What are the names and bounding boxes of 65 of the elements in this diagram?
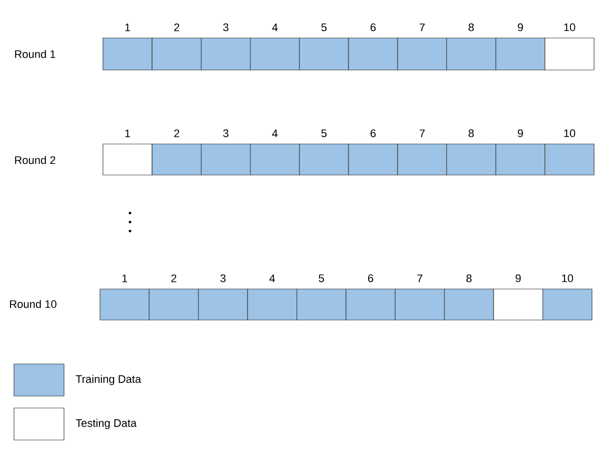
cell-box: 9 bbox=[493, 274, 544, 320]
cell-box: 1 bbox=[102, 130, 152, 176]
cell-box: 6 bbox=[348, 23, 398, 70]
node-label: 2 bbox=[174, 23, 180, 32]
row-label: Round 2 bbox=[15, 156, 56, 164]
node-label: 7 bbox=[420, 130, 425, 138]
cell-box: 8 bbox=[444, 274, 494, 320]
cell-box: 6 bbox=[348, 129, 398, 176]
node-label: 5 bbox=[321, 23, 327, 32]
cell-box: 10 bbox=[542, 274, 592, 320]
cell-box: 3 bbox=[198, 274, 248, 320]
node-label: 4 bbox=[269, 274, 275, 282]
node-label: 9 bbox=[518, 23, 523, 32]
cell-box: 2 bbox=[148, 274, 199, 320]
node-label: 9 bbox=[516, 274, 521, 282]
cell-box: 4 bbox=[250, 130, 300, 176]
cell-box: 8 bbox=[446, 23, 496, 70]
node-label: 10 bbox=[564, 23, 576, 32]
node-label: 9 bbox=[518, 129, 523, 138]
node-label: 8 bbox=[466, 274, 472, 282]
node-label: 3 bbox=[223, 129, 228, 138]
cell-box: 10 bbox=[544, 129, 594, 176]
cell-box: 7 bbox=[397, 24, 448, 70]
node-label: 7 bbox=[420, 24, 425, 32]
cell-box: 9 bbox=[496, 129, 546, 176]
node-label: 6 bbox=[370, 23, 376, 32]
cell-box: 10 bbox=[544, 23, 594, 70]
node-label: 1 bbox=[125, 24, 130, 32]
node-label: 8 bbox=[468, 129, 474, 138]
cell-box: 3 bbox=[200, 23, 251, 70]
node-label: 1 bbox=[125, 130, 130, 138]
node-label: 8 bbox=[468, 23, 474, 32]
node-label: 4 bbox=[272, 24, 278, 32]
cell-box: 7 bbox=[397, 130, 448, 176]
cell-box: 5 bbox=[299, 130, 349, 176]
node-label: 1 bbox=[122, 274, 128, 282]
node-label: 10 bbox=[564, 129, 576, 138]
node-label: 3 bbox=[223, 23, 228, 32]
cell-box: 1 bbox=[100, 274, 150, 320]
legend-text: Training Data bbox=[76, 374, 142, 386]
node-label: 5 bbox=[318, 274, 324, 282]
cell-box: 6 bbox=[346, 274, 396, 320]
cell-box: 5 bbox=[296, 274, 346, 320]
row-label: Round 10 bbox=[10, 300, 56, 308]
cell-box: 2 bbox=[152, 130, 202, 176]
node-label: 7 bbox=[417, 274, 422, 282]
cell-box: 9 bbox=[496, 23, 546, 70]
node-label: 2 bbox=[171, 274, 176, 282]
cell-box: 8 bbox=[446, 129, 496, 176]
cell-box: 1 bbox=[102, 24, 152, 70]
cell-box: 2 bbox=[152, 24, 202, 70]
cell-box: 3 bbox=[200, 129, 251, 176]
node-label: 3 bbox=[220, 274, 226, 282]
cell-box: 4 bbox=[250, 24, 300, 70]
node-label: 5 bbox=[321, 129, 327, 138]
cell-box: 4 bbox=[247, 274, 298, 320]
node-label: 10 bbox=[562, 274, 574, 282]
row-label: Round 1 bbox=[15, 50, 56, 58]
node-label: 6 bbox=[370, 129, 376, 138]
node-label: 6 bbox=[368, 274, 374, 282]
node-label: 4 bbox=[272, 130, 278, 138]
cell-box: 5 bbox=[299, 24, 349, 70]
cell-box: 7 bbox=[394, 274, 445, 320]
legend-text: Testing Data bbox=[76, 418, 137, 430]
node-label: 2 bbox=[174, 129, 180, 138]
